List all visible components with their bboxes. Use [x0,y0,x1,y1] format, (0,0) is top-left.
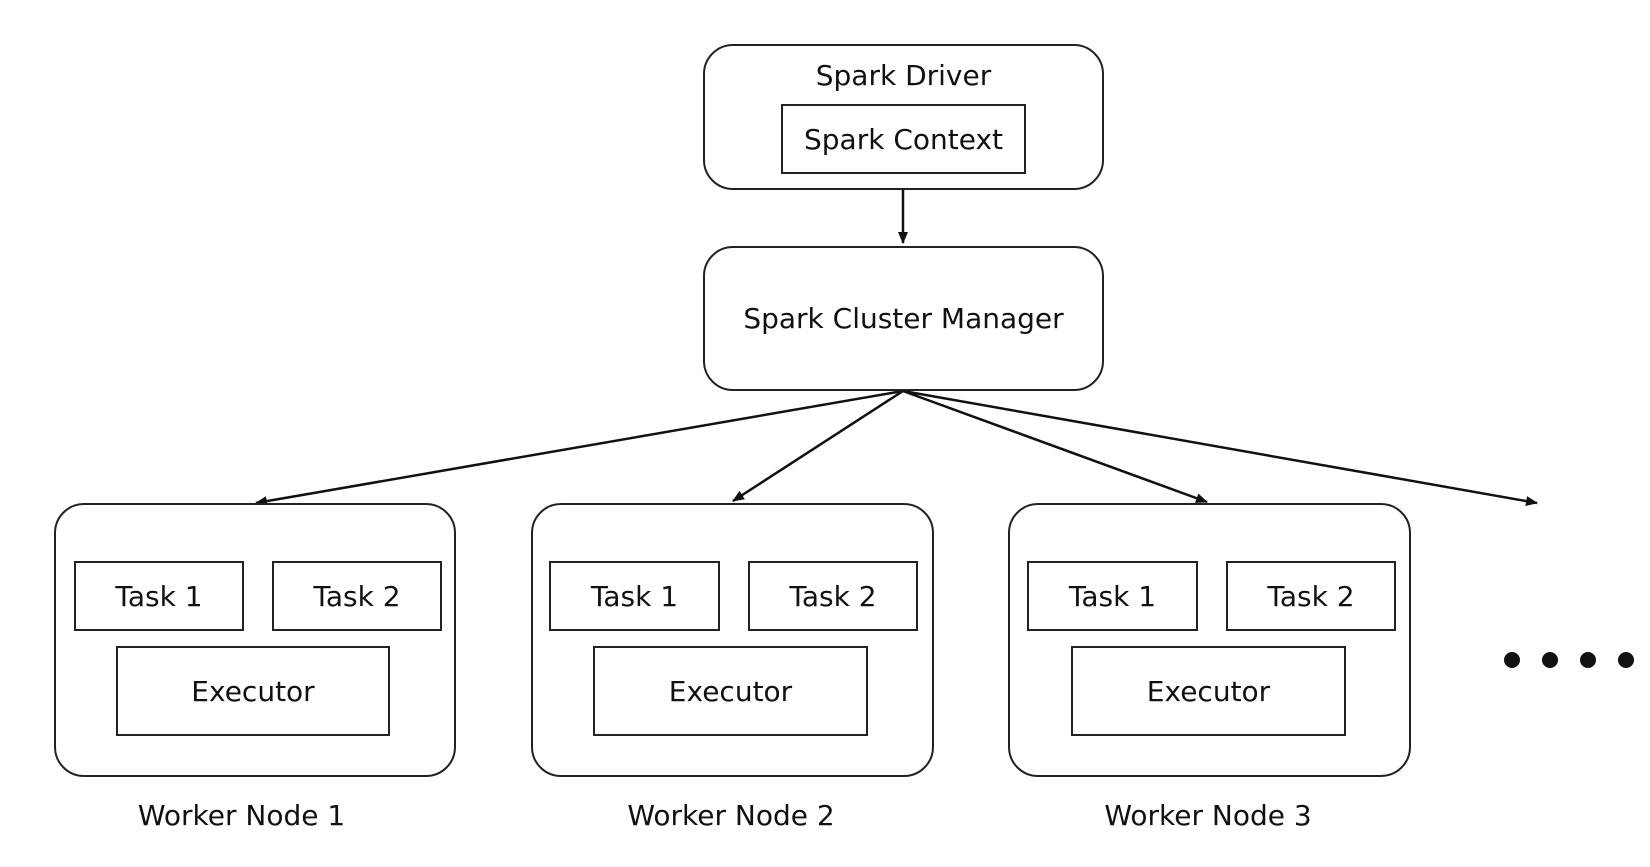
manager-to-worker-1-arrow [255,389,904,507]
worker-node-3-caption: Worker Node 3 [1104,799,1312,832]
worker-node-2-caption: Worker Node 2 [627,799,835,832]
worker-3-executor-box: Executor [1071,646,1346,736]
manager-to-worker-3-arrow [902,389,1208,504]
worker-2-executor-box: Executor [593,646,868,736]
worker-1-executor-box: Executor [116,646,390,736]
spark-cluster-manager-box: Spark Cluster Manager [703,246,1104,391]
worker-3-task-2-box: Task 2 [1226,561,1396,631]
spark-context-box: Spark Context [781,104,1026,174]
worker-node-1-caption: Worker Node 1 [137,799,346,832]
worker-2-task-2-box: Task 2 [748,561,918,631]
worker-1-task-2-box: Task 2 [272,561,442,631]
worker-1-task-1-box: Task 1 [74,561,244,631]
manager-to-more-workers-arrow [902,389,1538,507]
manager-to-worker-2-arrow [732,389,904,503]
spark-driver-title: Spark Driver [815,59,992,92]
worker-3-task-1-box: Task 1 [1027,561,1198,631]
worker-2-task-1-box: Task 1 [549,561,720,631]
